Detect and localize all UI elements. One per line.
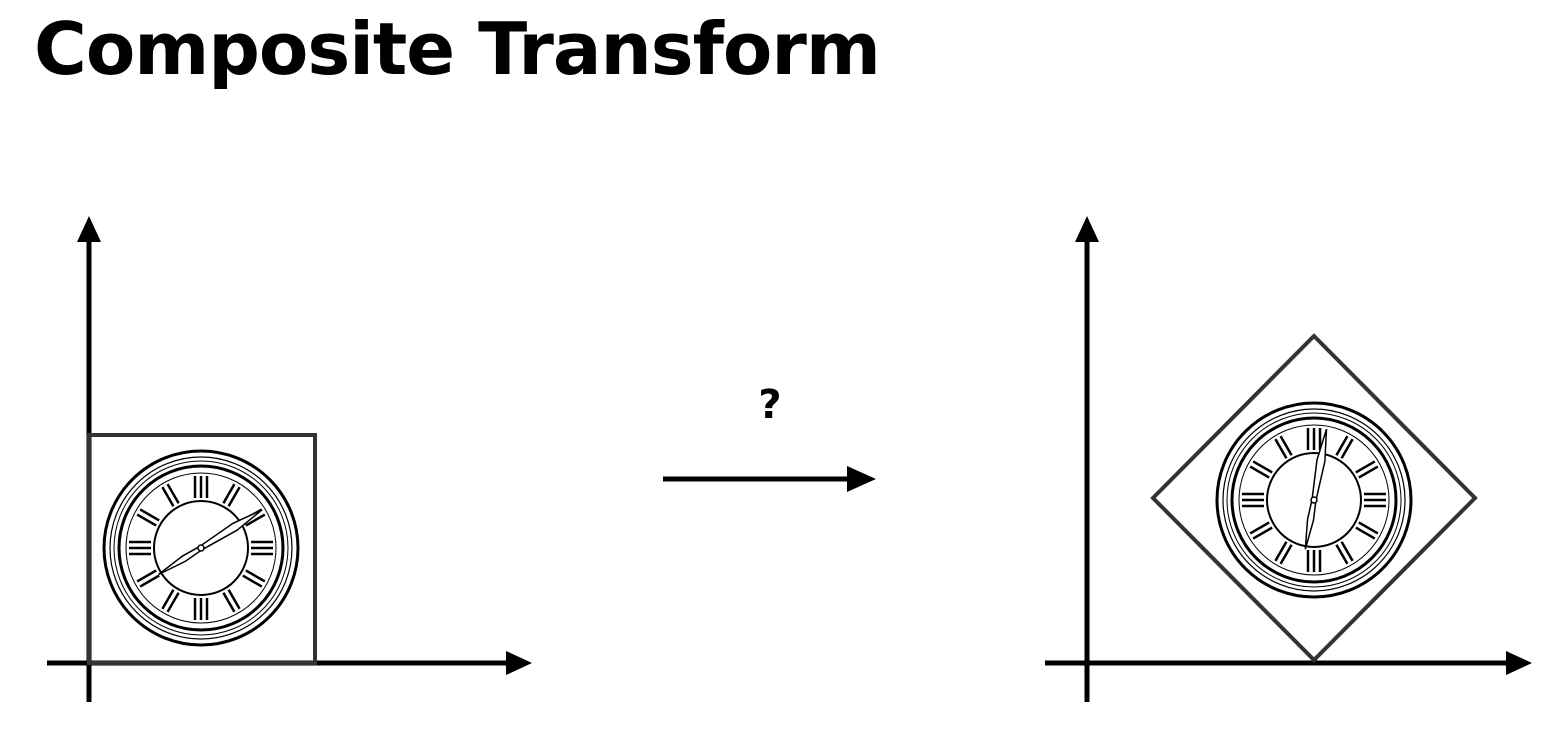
clock-numeral-mark <box>1355 521 1379 540</box>
clock-numeral-mark <box>161 589 180 613</box>
target-x-axis <box>1045 651 1532 675</box>
clock-numeral-mark <box>1335 435 1354 459</box>
clock-numeral-mark <box>193 476 209 498</box>
clock-numeral-mark <box>1355 460 1379 479</box>
clock-numeral-mark <box>1274 435 1293 459</box>
source-figure <box>47 216 532 702</box>
clock-numeral-mark <box>161 483 180 507</box>
clock-numeral-mark <box>1306 428 1322 450</box>
clock-numeral-mark <box>222 483 241 507</box>
clock-numeral-mark <box>136 569 160 588</box>
clock-numeral-mark <box>136 508 160 527</box>
clock-numeral-mark <box>1335 541 1354 565</box>
clock-numeral-mark <box>1242 492 1264 508</box>
clock-numeral-mark <box>1274 541 1293 565</box>
clock-numeral-mark <box>242 569 266 588</box>
clock-numeral-mark <box>1306 550 1322 572</box>
clock-numeral-mark <box>1249 521 1273 540</box>
clock-numeral-mark <box>193 598 209 620</box>
clock-numeral-mark <box>1364 492 1386 508</box>
source-box <box>87 433 317 665</box>
slide-title: Composite Transform <box>34 7 881 91</box>
source-clock-image <box>102 449 300 647</box>
transform-arrow <box>663 466 876 492</box>
target-y-axis <box>1075 216 1099 702</box>
target-box <box>1150 333 1478 663</box>
clock-numeral-mark <box>1249 460 1273 479</box>
clock-hub <box>197 544 205 552</box>
target-clock-image <box>1215 401 1413 599</box>
clock-numeral-mark <box>222 589 241 613</box>
clock-numeral-mark <box>129 540 151 556</box>
source-clock-hands <box>158 509 263 576</box>
clock-hub <box>1310 496 1318 504</box>
target-figure <box>1045 216 1532 702</box>
clock-numeral-mark <box>251 540 273 556</box>
target-clock-hands <box>1304 428 1328 550</box>
transform-label: ? <box>758 382 781 428</box>
